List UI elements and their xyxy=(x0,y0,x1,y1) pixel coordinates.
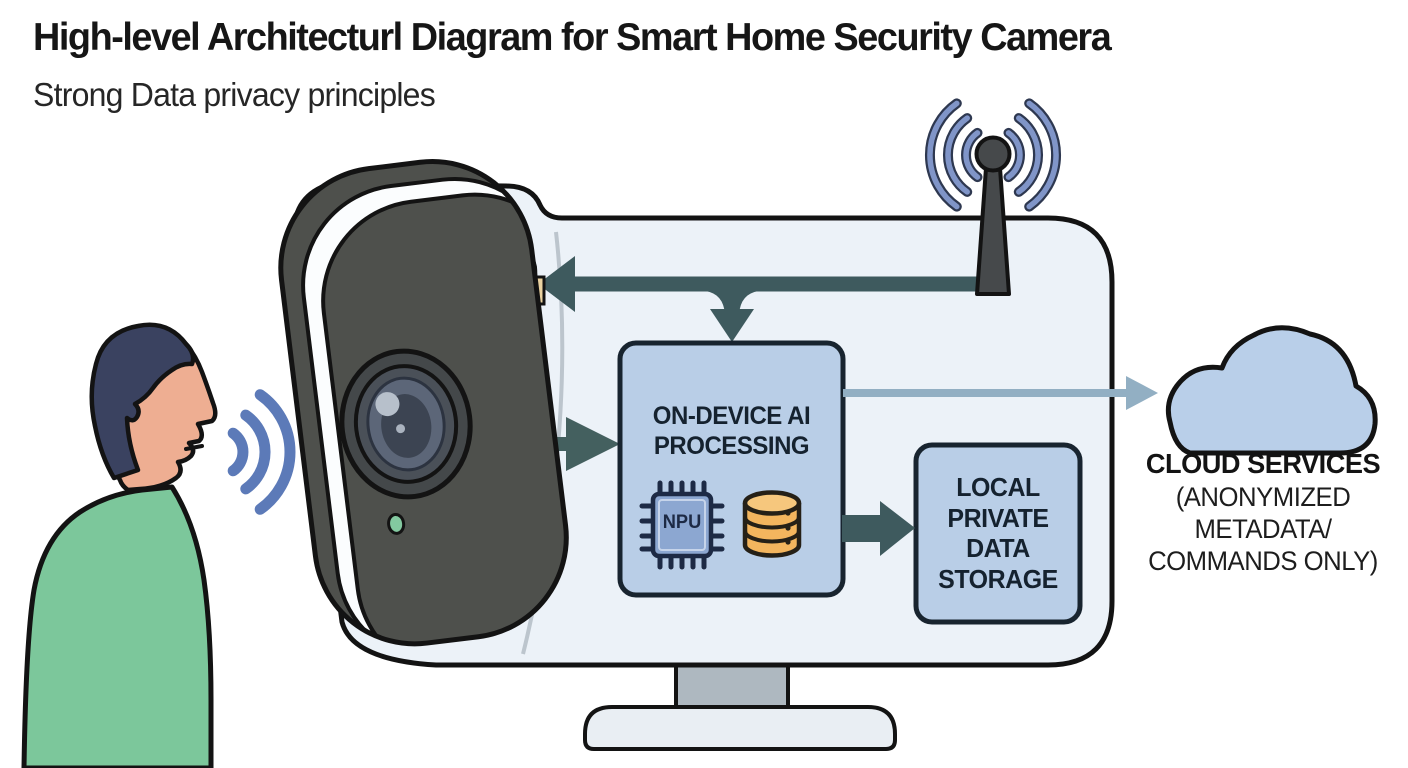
cloud-services-title: CLOUD SERVICES xyxy=(1145,448,1381,479)
npu-chip-icon xyxy=(639,480,725,570)
on-device-ai-box xyxy=(617,340,846,598)
speech-waves-icon xyxy=(227,389,296,515)
arrowhead-right xyxy=(566,417,620,471)
cloud-services-subtitle: (ANONYMIZED METADATA/ COMMANDS ONLY) xyxy=(1148,482,1378,576)
arrowhead-left xyxy=(538,256,575,312)
antenna-icon xyxy=(974,135,1012,296)
monitor-stand xyxy=(583,653,897,751)
person-speaking-icon xyxy=(21,322,218,768)
local-storage-label: LOCAL PRIVATE DATA STORAGE xyxy=(938,472,1058,595)
arrow-ai-to-cloud xyxy=(843,376,1158,410)
camera-lens-icon xyxy=(339,348,473,500)
wifi-waves-icon xyxy=(925,98,1061,212)
person-hair xyxy=(89,322,196,481)
page-subtitle: Strong Data privacy principles xyxy=(33,76,436,113)
local-storage-box xyxy=(913,442,1083,625)
database-icon xyxy=(742,490,802,558)
arrow-ai-to-storage xyxy=(842,501,915,556)
on-device-ai-label: ON-DEVICE AI PROCESSING xyxy=(652,402,811,460)
stand-base xyxy=(583,705,897,751)
arrowhead-down xyxy=(710,309,754,342)
camera-head xyxy=(278,159,578,656)
npu-label: NPU xyxy=(662,512,702,533)
status-led-icon xyxy=(387,512,406,535)
arrow-antenna-to-sensor xyxy=(538,256,988,342)
cloud-icon xyxy=(1165,325,1378,456)
person-mouth xyxy=(184,444,204,451)
person-shirt xyxy=(21,484,214,768)
page-title: High-level Architecturl Diagram for Smar… xyxy=(33,16,1112,59)
